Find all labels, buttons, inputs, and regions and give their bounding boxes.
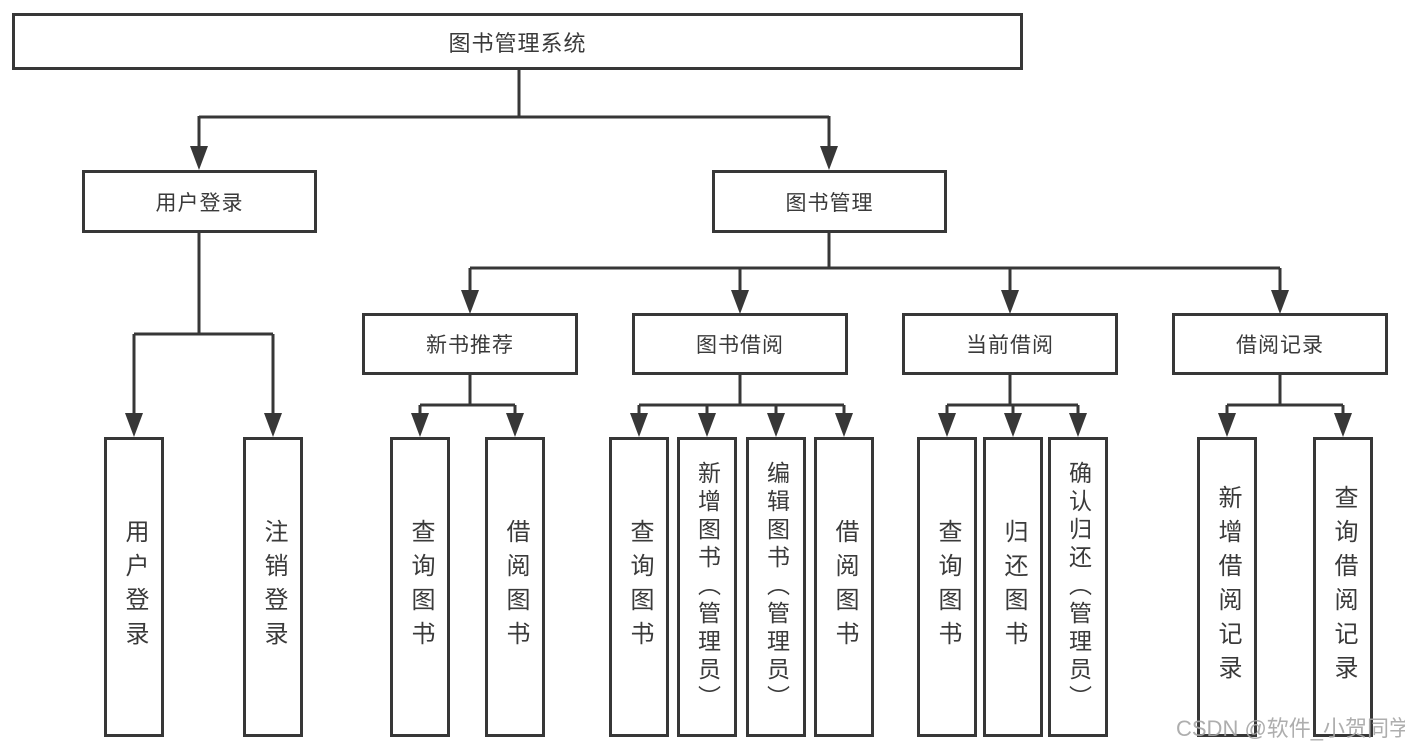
leaf-records-query-record: 查询借阅记录: [1313, 437, 1373, 737]
leaf-records-add-record: 新增借阅记录: [1197, 437, 1257, 737]
node-label: 用户登录: [155, 191, 244, 215]
leaf-borrowing-query-book: 查询图书: [609, 437, 669, 737]
node-label: 图书管理: [785, 191, 874, 215]
leaf-current-query-book: 查询图书: [917, 437, 977, 737]
leaf-current-confirm-return-admin: 确认归还（管理员）: [1048, 437, 1108, 737]
leaf-borrowing-add-book-admin: 新增图书（管理员）: [677, 437, 737, 737]
node-library-management-system: 图书管理系统: [12, 13, 1023, 70]
leaf-borrowing-borrow-book: 借阅图书: [814, 437, 874, 737]
leaf-label: 用户登录: [121, 519, 148, 655]
node-current-borrowing: 当前借阅: [902, 313, 1118, 375]
leaf-label: 查询图书: [626, 519, 653, 655]
leaf-label: 查询图书: [934, 519, 961, 655]
leaf-label: 查询借阅记录: [1330, 485, 1357, 689]
leaf-label: 借阅图书: [502, 519, 529, 655]
node-book-borrowing: 图书借阅: [632, 313, 848, 375]
leaf-recommend-query-book: 查询图书: [390, 437, 450, 737]
node-label: 图书借阅: [696, 334, 784, 357]
leaf-label: 新增图书（管理员）: [694, 461, 721, 713]
leaf-label: 归还图书: [1000, 519, 1027, 655]
connector-lines: [132, 69, 1345, 414]
leaf-label: 确认归还（管理员）: [1065, 461, 1092, 713]
leaf-label: 查询图书: [407, 519, 434, 655]
leaf-label: 注销登录: [260, 519, 287, 655]
node-new-book-recommendation: 新书推荐: [362, 313, 578, 375]
node-label: 借阅记录: [1236, 334, 1324, 357]
arrowheads: [125, 146, 1352, 437]
leaf-current-return-book: 归还图书: [983, 437, 1043, 737]
node-book-management: 图书管理: [712, 170, 947, 233]
node-user-login: 用户登录: [82, 170, 317, 233]
leaf-label: 编辑图书（管理员）: [763, 461, 790, 713]
node-label: 新书推荐: [426, 334, 514, 357]
node-borrowing-records: 借阅记录: [1172, 313, 1388, 375]
csdn-watermark: CSDN @软件_小贺同学: [1176, 716, 1405, 741]
leaf-borrowing-edit-book-admin: 编辑图书（管理员）: [746, 437, 806, 737]
node-label: 当前借阅: [966, 334, 1054, 357]
leaf-recommend-borrow-book: 借阅图书: [485, 437, 545, 737]
leaf-user-login: 用户登录: [104, 437, 164, 737]
leaf-label: 借阅图书: [831, 519, 858, 655]
leaf-label: 新增借阅记录: [1214, 485, 1241, 689]
node-label: 图书管理系统: [448, 30, 587, 56]
leaf-logout-login: 注销登录: [243, 437, 303, 737]
